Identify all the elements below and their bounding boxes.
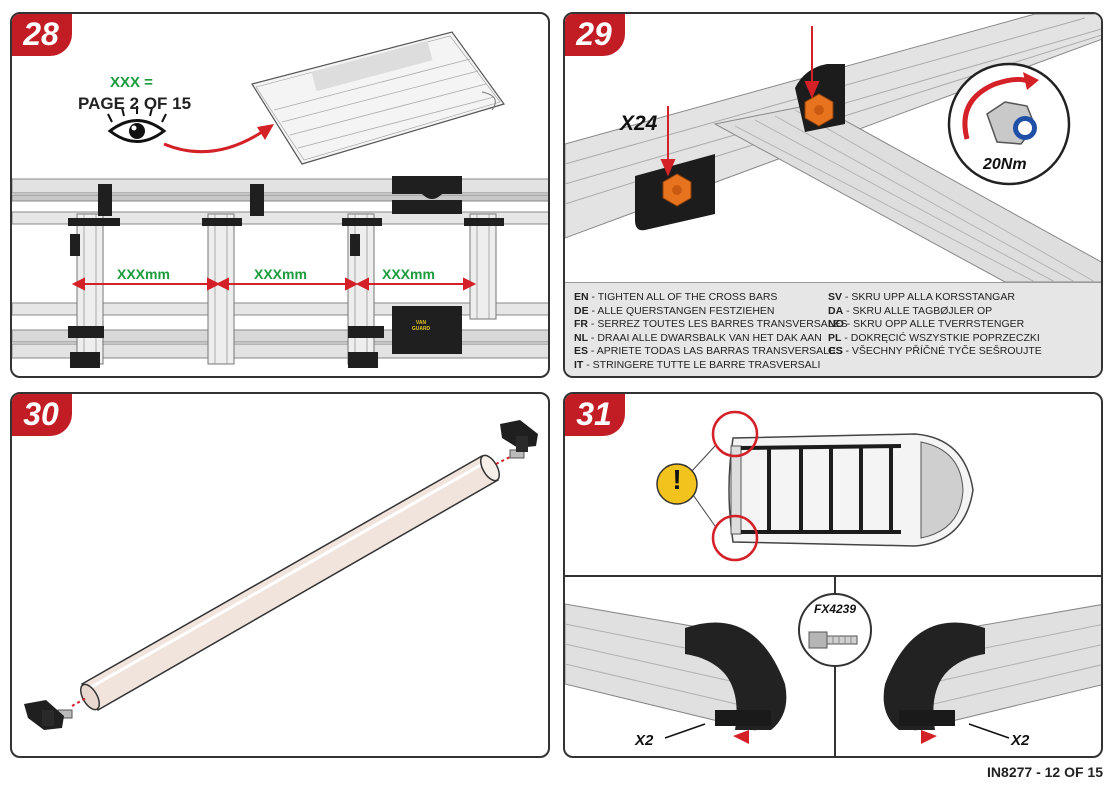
rack-illustration xyxy=(12,31,548,368)
instruction-en: EN - TIGHTEN ALL OF THE CROSS BARS xyxy=(574,291,778,303)
instruction-sheet-icon xyxy=(251,31,505,165)
instruction-it: IT - STRINGERE TUTTE LE BARRE TRASVERSAL… xyxy=(574,358,821,371)
nut-icon xyxy=(662,93,834,207)
step-28-panel: 28 xyxy=(10,12,550,378)
spacing-label-3: XXXmm xyxy=(380,266,437,282)
page-reference-label: PAGE 2 OF 15 xyxy=(78,94,192,113)
step-number: 28 xyxy=(12,14,72,56)
instructions-left-column: EN - TIGHTEN ALL OF THE CROSS BARS DE - … xyxy=(574,291,848,373)
quantity-label: X24 xyxy=(620,112,658,135)
instruction-no: NO - SKRU OPP ALLE TVERRSTENGER xyxy=(828,318,1025,331)
warning-icon xyxy=(656,463,698,505)
step-number: 29 xyxy=(565,14,625,56)
end-fitting-bottom xyxy=(24,700,73,730)
instruction-de: DE - ALLE QUERSTANGEN FESTZIEHEN xyxy=(574,304,775,317)
step-number: 31 xyxy=(565,394,625,436)
step-31-panel: 31 xyxy=(563,392,1103,758)
curved-arrow-icon xyxy=(962,76,1032,140)
torque-label: 20Nm xyxy=(983,156,1027,173)
xxx-equals-label: XXX = xyxy=(110,74,153,91)
instruction-sv: SV - SKRU UPP ALLA KORSSTANGAR xyxy=(828,291,1015,303)
van-top-view xyxy=(690,410,974,562)
torque-callout xyxy=(947,62,1071,186)
instruction-da: DA - SKRU ALLE TAGBØJLER OP xyxy=(828,304,993,317)
instruction-cs: CS - VŠECHNY PŘÍČNÉ TYČE SEŠROUJTE xyxy=(828,345,1042,358)
quantity-left-label: X2 xyxy=(635,732,654,749)
step-29-panel: 29 xyxy=(563,12,1103,378)
spacing-label-2: XXXmm xyxy=(252,266,309,282)
warning-symbol: ! xyxy=(672,464,682,495)
cross-bar-illustration xyxy=(565,14,1101,294)
van-roof-illustration xyxy=(565,410,1101,756)
step-number: 30 xyxy=(12,394,72,436)
instruction-es: ES - APRIETE TODAS LAS BARRAS TRANSVERSA… xyxy=(574,345,844,358)
instruction-fr: FR - SERREZ TOUTES LES BARRES TRANSVERSA… xyxy=(574,318,848,331)
instructions-area xyxy=(565,282,1101,376)
spacing-label-1: XXXmm xyxy=(115,266,172,282)
part-code-label: FX4239 xyxy=(813,602,857,616)
bolt-icon xyxy=(798,593,872,667)
tube-assembly-illustration xyxy=(24,420,538,730)
instruction-nl: NL - DRAAI ALLE DWARSBALK VAN HET DAK AA… xyxy=(574,331,822,344)
end-fitting-top xyxy=(500,420,538,459)
page-footer: IN8277 - 12 OF 15 xyxy=(987,764,1103,780)
instructions-right-column: SV - SKRU UPP ALLA KORSSTANGAR DA - SKRU… xyxy=(828,291,1042,359)
instruction-pl: PL - DOKRĘCIĆ WSZYSTKIE POPRZECZKI xyxy=(828,331,1040,344)
step-30-panel: 30 xyxy=(10,392,550,758)
quantity-right-label: X2 xyxy=(1011,732,1030,749)
brand-label: VAN GUARD xyxy=(411,320,431,332)
eye-icon xyxy=(107,106,167,143)
